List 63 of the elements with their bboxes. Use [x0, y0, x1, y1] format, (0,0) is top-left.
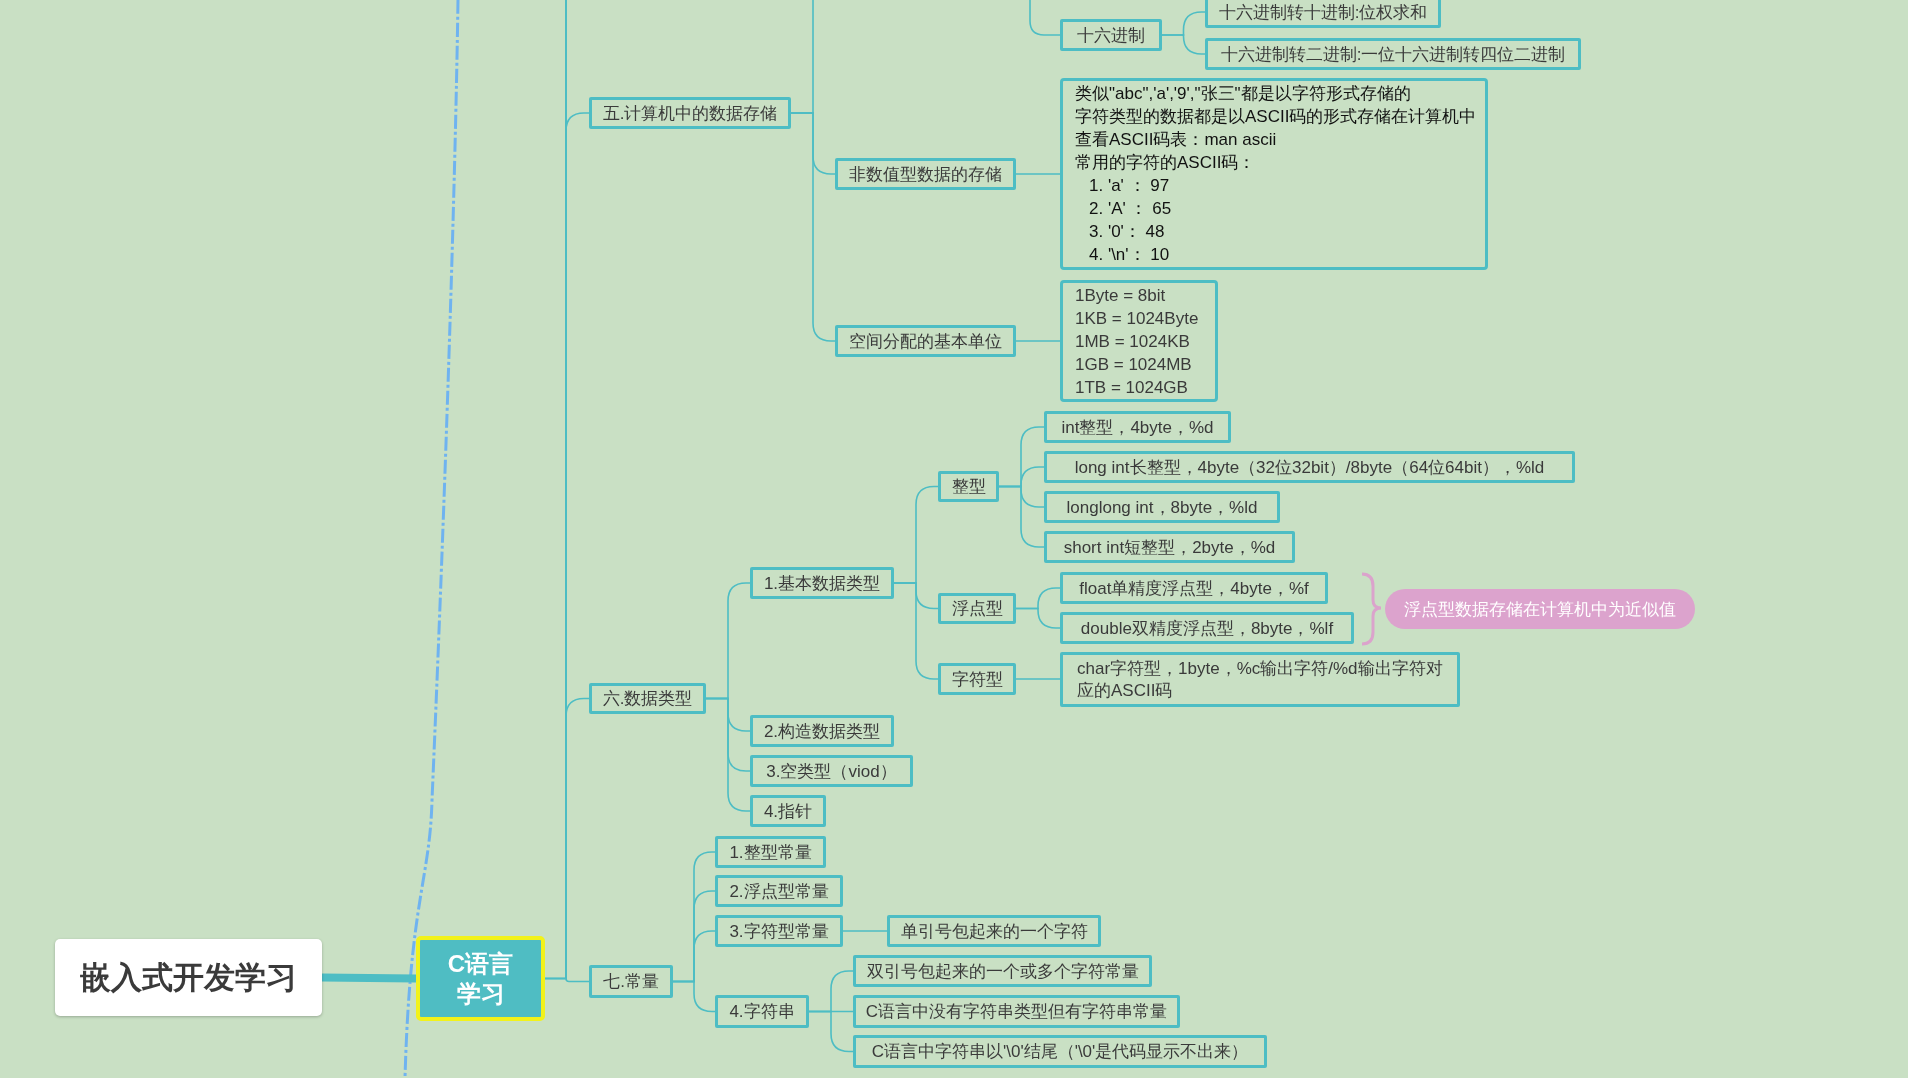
connector: [1161, 34, 1206, 55]
text-line: 1MB = 1024KB: [1075, 330, 1190, 353]
connector: [1015, 607, 1061, 629]
text-line: 1GB = 1024MB: [1075, 353, 1192, 376]
topic-box: 十六进制转十进制:位权求和: [1205, 0, 1441, 28]
topic-box: C语言中字符串以'\0'结尾（'\0'是代码显示不出来）: [853, 1035, 1267, 1068]
main-topic: C语言学习: [416, 936, 545, 1021]
text-line: 1TB = 1024GB: [1075, 376, 1188, 399]
connector: [544, 977, 590, 983]
text-line: 字符类型的数据都是以ASCII码的形式存储在计算机中: [1075, 106, 1477, 128]
topic-box: 六.数据类型: [589, 683, 706, 714]
topic-box: 字符型: [938, 663, 1016, 695]
text-line: 1Byte = 8bit: [1075, 284, 1166, 307]
topic-box: float单精度浮点型，4byte，%f: [1060, 572, 1328, 604]
topic-box: C语言中没有字符串类型但有字符串常量: [853, 995, 1180, 1028]
connector: [705, 697, 751, 812]
text-line: 1KB = 1024Byte: [1075, 307, 1199, 330]
topic-box: 十六进制转二进制:一位十六进制转四位二进制: [1205, 38, 1581, 70]
connector: [1015, 678, 1061, 680]
topic-box: short int短整型，2byte，%d: [1044, 531, 1295, 563]
text-line: 1. 'a' ： 97: [1088, 175, 1170, 197]
topic-box: 单引号包起来的一个字符: [887, 915, 1101, 947]
topic-box: 七.常量: [589, 965, 673, 998]
connector: [1015, 173, 1061, 175]
topic-box: 2.构造数据类型: [750, 715, 894, 747]
topic-box: 3.空类型（viod）: [750, 755, 913, 787]
topic-box: 整型: [938, 471, 999, 502]
topic-box: char字符型，1byte，%c输出字符/%d输出字符对应的ASCII码: [1060, 652, 1460, 707]
connector: [672, 980, 716, 1013]
topic-box: 1.基本数据类型: [750, 567, 894, 599]
topic-box: 4.字符串: [715, 995, 809, 1028]
topic-box: long int长整型，4byte（32位32bit）/8byte（64位64bit），%ld: [1044, 451, 1575, 483]
text-line: 4. '\n'： 10: [1088, 244, 1170, 266]
topic-box: double双精度浮点型，8byte，%lf: [1060, 612, 1354, 644]
topic-box: 4.指针: [750, 795, 826, 827]
text-line: 类似"abc",'a','9',"张三"都是以字符形式存储的: [1075, 83, 1411, 105]
topic-box: 五.计算机中的数据存储: [589, 97, 791, 129]
topic-box: 十六进制: [1060, 19, 1162, 51]
text-line: 查看ASCII码表：man ascii: [1075, 129, 1277, 151]
topic-box: int整型，4byte，%d: [1044, 411, 1231, 443]
note-box: [1060, 78, 1488, 270]
topic-box: 1.整型常量: [715, 836, 826, 868]
connector: [1015, 340, 1061, 342]
note-box: [1060, 280, 1218, 402]
text-line: 2. 'A' ： 65: [1088, 198, 1172, 220]
connector: [893, 582, 939, 680]
connector: [842, 930, 888, 932]
connector: [808, 1010, 854, 1053]
topic-box: longlong int，8byte，%ld: [1044, 491, 1280, 523]
connector: [998, 485, 1045, 548]
topic-box: 3.字符型常量: [715, 915, 843, 947]
topic-box: 2.浮点型常量: [715, 875, 843, 907]
connector: [321, 973, 417, 983]
connector: [790, 112, 836, 342]
text-line: 3. '0'： 48: [1088, 221, 1165, 243]
topic-box: 空间分配的基本单位: [835, 325, 1016, 357]
topic-box: 非数值型数据的存储: [835, 158, 1016, 190]
topic-box: 浮点型: [938, 593, 1016, 624]
central-topic: 嵌入式开发学习: [55, 939, 322, 1016]
text-line: 常用的字符的ASCII码：: [1075, 152, 1256, 174]
summary-bubble: 浮点型数据存储在计算机中为近似值: [1385, 589, 1695, 629]
connector: [1029, 0, 1061, 36]
topic-box: 双引号包起来的一个或多个字符常量: [853, 955, 1152, 987]
